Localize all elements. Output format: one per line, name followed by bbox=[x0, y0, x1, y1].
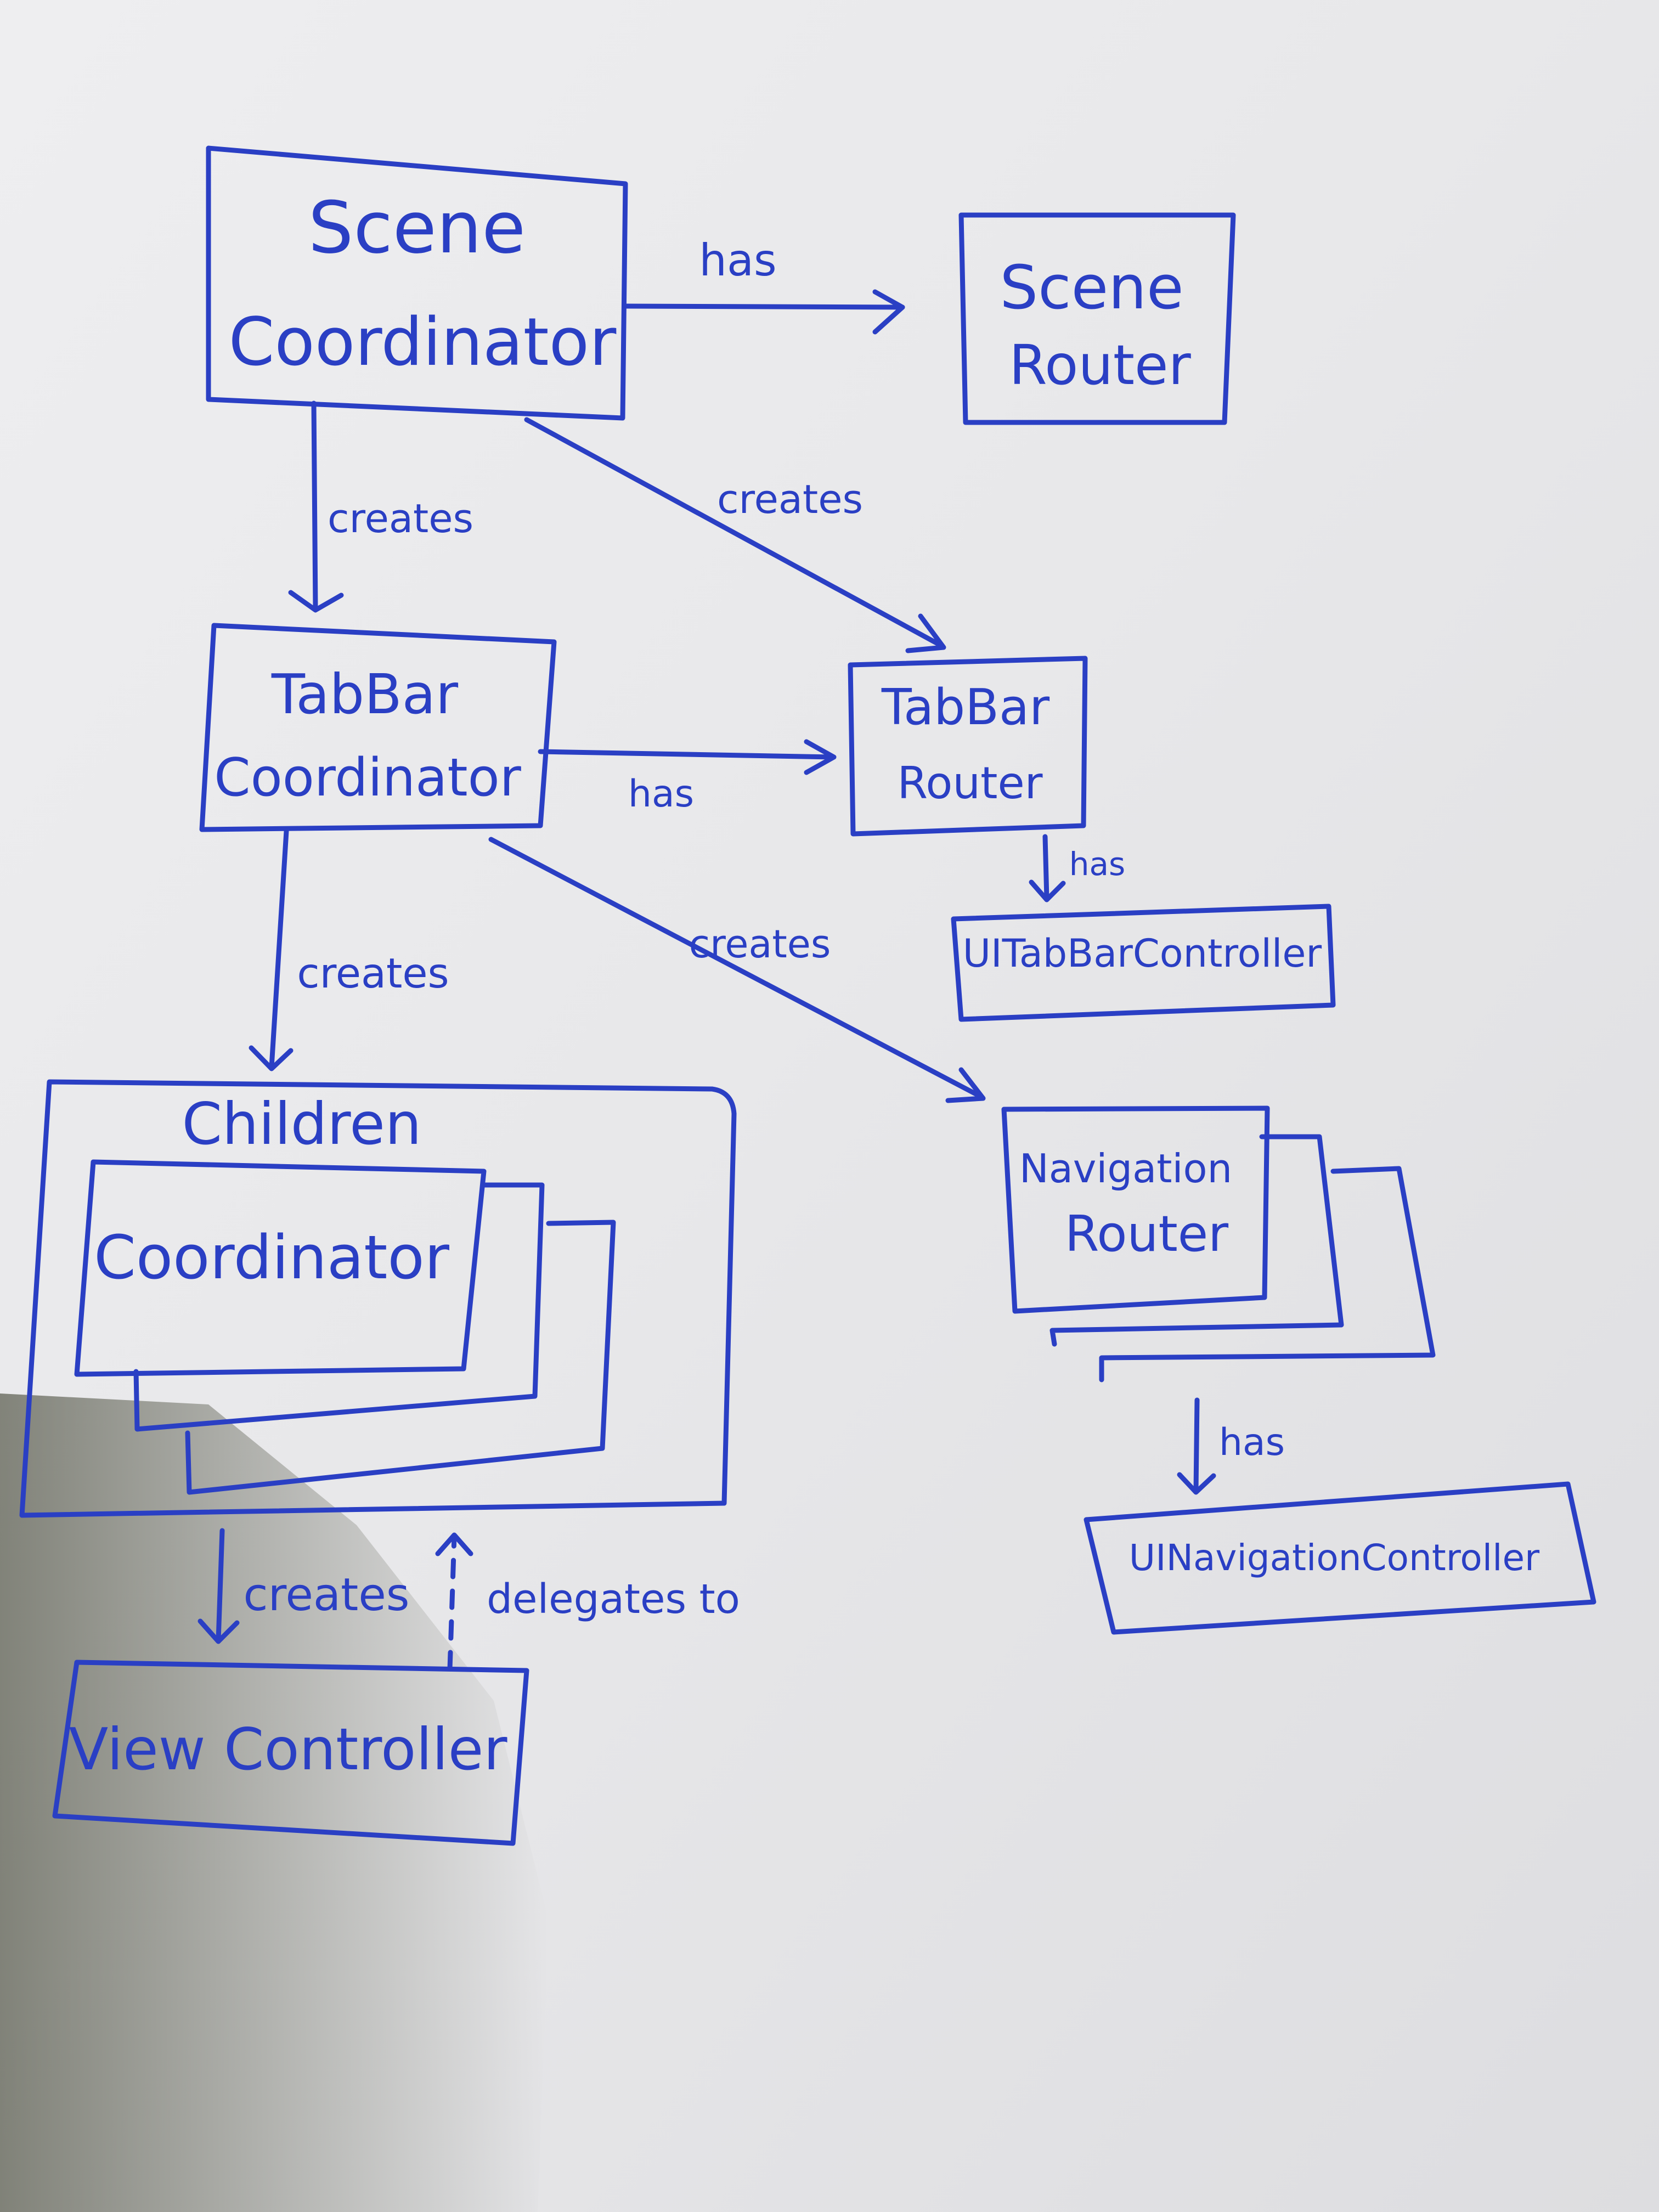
scene-coordinator-label-line1: Scene bbox=[308, 186, 526, 269]
edge-delegates-to-label: delegates to bbox=[487, 1576, 740, 1623]
edge-scene-has: has bbox=[623, 235, 905, 335]
edge-delegates-to: delegates to bbox=[435, 1532, 740, 1672]
edge-scene-creates-tabbar-coordinator-label: creates bbox=[328, 495, 473, 541]
edge-tabbar-has-label: has bbox=[628, 772, 694, 816]
children-coordinator-card-front bbox=[74, 1159, 487, 1377]
tabbar-router-label-line1: TabBar bbox=[881, 679, 1049, 736]
uitabbarcontroller-label: UITabBarController bbox=[963, 931, 1322, 976]
view-controller-label: View Controller bbox=[69, 1716, 507, 1783]
view-controller-box: View Controller bbox=[52, 1660, 529, 1846]
edge-tabbar-router-has-label: has bbox=[1069, 845, 1126, 883]
edge-tabbar-router-has: has bbox=[1029, 834, 1126, 902]
edge-tabbar-creates-navigation-router-label: creates bbox=[689, 922, 831, 967]
scene-coordinator-box: Scene Coordinator bbox=[206, 145, 628, 421]
children-coordinator-card-middle bbox=[133, 1182, 545, 1432]
children-container: Children Coordinator bbox=[19, 1079, 737, 1518]
navigation-router-card-middle bbox=[1049, 1134, 1344, 1347]
navigation-router-stack: Navigation Router bbox=[1001, 1105, 1436, 1383]
tabbar-coordinator-label-line1: TabBar bbox=[271, 662, 459, 726]
edge-tabbar-creates-children-label: creates bbox=[297, 949, 449, 997]
scene-router-box: Scene Router bbox=[958, 212, 1236, 425]
uinavigationcontroller-label: UINavigationController bbox=[1129, 1537, 1540, 1579]
children-coordinator-card-back bbox=[185, 1220, 616, 1495]
edge-scene-creates-tabbar-router: creates bbox=[524, 417, 946, 653]
navigation-router-card-back bbox=[1099, 1166, 1436, 1383]
children-title: Children bbox=[182, 1091, 422, 1158]
scene-coordinator-label-line2: Coordinator bbox=[229, 304, 617, 381]
hand-shadow bbox=[0, 1393, 549, 2212]
edge-scene-has-label: has bbox=[699, 235, 776, 286]
uitabbarcontroller-box: UITabBarController bbox=[951, 904, 1336, 1022]
scene-router-label-line1: Scene bbox=[1000, 252, 1183, 323]
edge-children-creates-label: creates bbox=[243, 1569, 409, 1621]
navigation-router-label-line1: Navigation bbox=[1019, 1146, 1232, 1192]
navigation-router-card-front bbox=[1001, 1105, 1270, 1314]
edge-navigation-router-has: has bbox=[1177, 1397, 1285, 1495]
edge-scene-creates-tabbar-router-label: creates bbox=[717, 476, 863, 522]
tabbar-coordinator-label-line2: Coordinator bbox=[214, 748, 521, 808]
children-coordinator-label: Coordinator bbox=[94, 1222, 450, 1293]
tabbar-router-label-line2: Router bbox=[897, 758, 1042, 809]
tabbar-router-box: TabBar Router bbox=[848, 656, 1088, 837]
uinavigationcontroller-box: UINavigationController bbox=[1084, 1481, 1596, 1635]
edge-children-creates: creates bbox=[198, 1528, 410, 1644]
edge-scene-creates-tabbar-coordinator: creates bbox=[288, 400, 473, 613]
edge-tabbar-creates-children: creates bbox=[249, 828, 449, 1071]
edge-tabbar-has: has bbox=[538, 739, 837, 816]
scene-router-label-line2: Router bbox=[1009, 333, 1191, 397]
tabbar-coordinator-box: TabBar Coordinator bbox=[199, 623, 557, 832]
edge-navigation-router-has-label: has bbox=[1219, 1421, 1285, 1464]
edge-tabbar-creates-navigation-router: creates bbox=[488, 837, 986, 1103]
navigation-router-label-line2: Router bbox=[1065, 1205, 1228, 1263]
